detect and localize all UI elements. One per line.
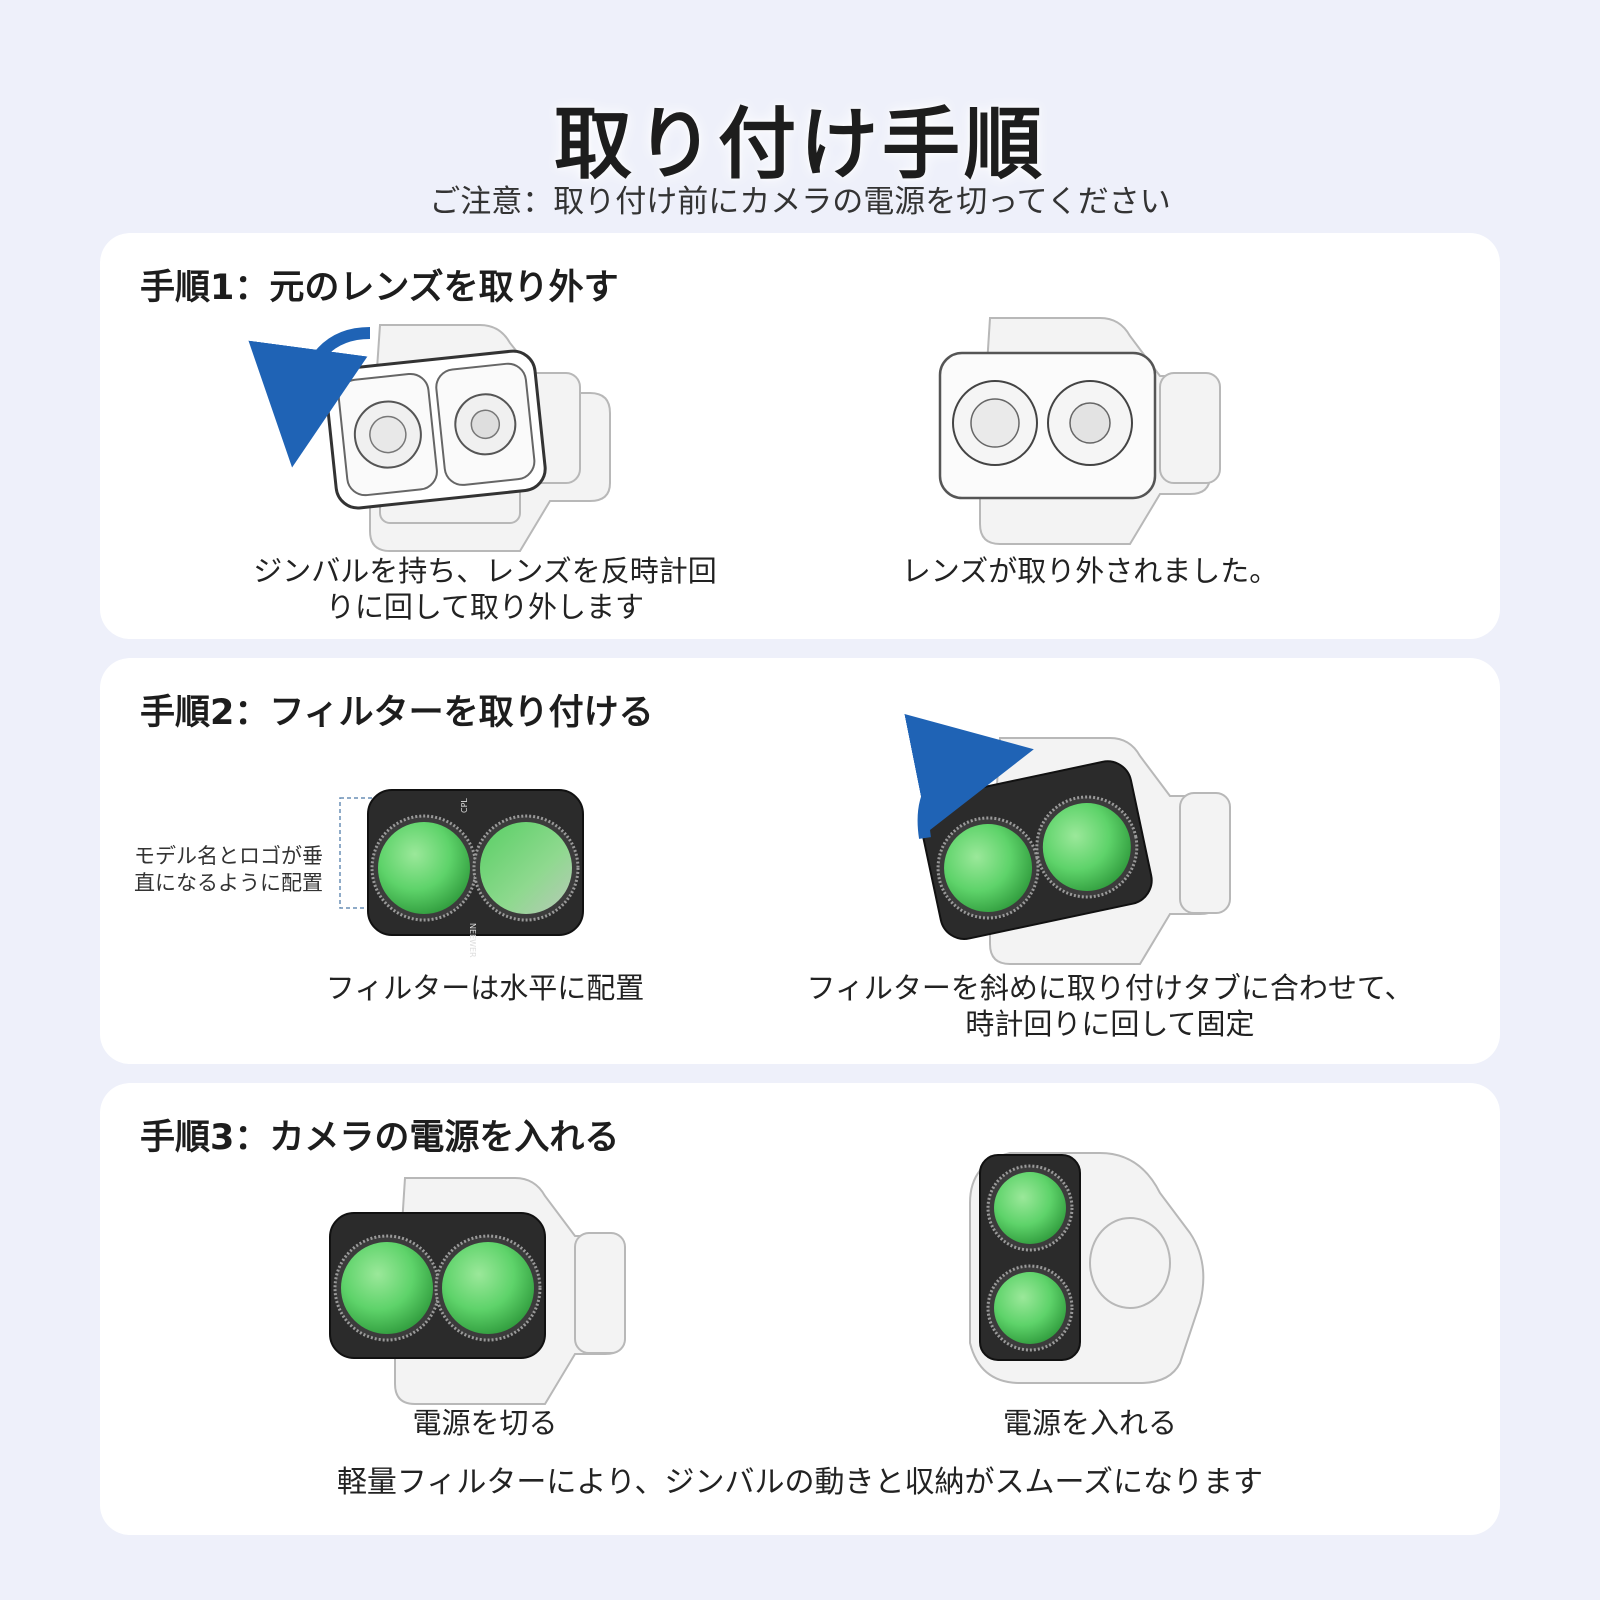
step-3-footer-note: 軽量フィルターにより、ジンバルの動きと収納がスムーズになります: [336, 1465, 1264, 1500]
gimbal-attaching-filter-illustration: [904, 713, 1231, 965]
clockwise-arrow-icon: [904, 713, 1034, 839]
gimbal-lens-removed-illustration: [938, 317, 1221, 545]
step-3-caption-left: 電源を切る: [412, 1406, 558, 1440]
gimbal-power-on-illustration: [969, 1152, 1205, 1384]
filter-brand-label: NEEWER: [468, 923, 477, 958]
step-3-caption-right: 電源を入れる: [1002, 1406, 1177, 1440]
step-1-card: 手順1：元のレンズを取り外す ジンバルを持ち、レンズを反時計回りに回して取り外し…: [100, 233, 1500, 639]
step-1-title: 手順1：元のレンズを取り外す: [140, 268, 619, 308]
step-3-title: 手順3：カメラの電源を入れる: [140, 1118, 620, 1158]
step-2-caption-left: フィルターは水平に配置: [325, 971, 645, 1005]
step-1-caption-right: レンズが取り外されました。: [901, 554, 1279, 588]
gimbal-power-off-illustration: [329, 1177, 626, 1405]
step-3-card: 手順3：カメラの電源を入れる 電源を切る 電源を入れる 軽量フィルターにより、ジ…: [100, 1083, 1500, 1535]
page-title: 取り付け手順: [553, 100, 1046, 190]
counterclockwise-arrow-icon: [248, 327, 371, 468]
gimbal-removing-lens-illustration: [248, 324, 611, 552]
orientation-note: モデル名とロゴが垂直になるように配置: [134, 844, 323, 895]
page-subtitle-warning: ご注意：取り付け前にカメラの電源を切ってください: [429, 184, 1171, 220]
filter-horizontal-illustration: CPL NEEWER: [339, 789, 584, 958]
step-2-caption-right: フィルターを斜めに取り付けタブに合わせて、時計回りに回して固定: [806, 971, 1414, 1041]
step-2-title: 手順2：フィルターを取り付ける: [140, 693, 654, 733]
step-1-caption-left: ジンバルを持ち、レンズを反時計回りに回して取り外します: [253, 554, 717, 624]
step-2-card: 手順2：フィルターを取り付ける モデル名とロゴが垂直になるように配置 CPL N…: [100, 658, 1500, 1064]
filter-cpl-label: CPL: [460, 798, 469, 813]
